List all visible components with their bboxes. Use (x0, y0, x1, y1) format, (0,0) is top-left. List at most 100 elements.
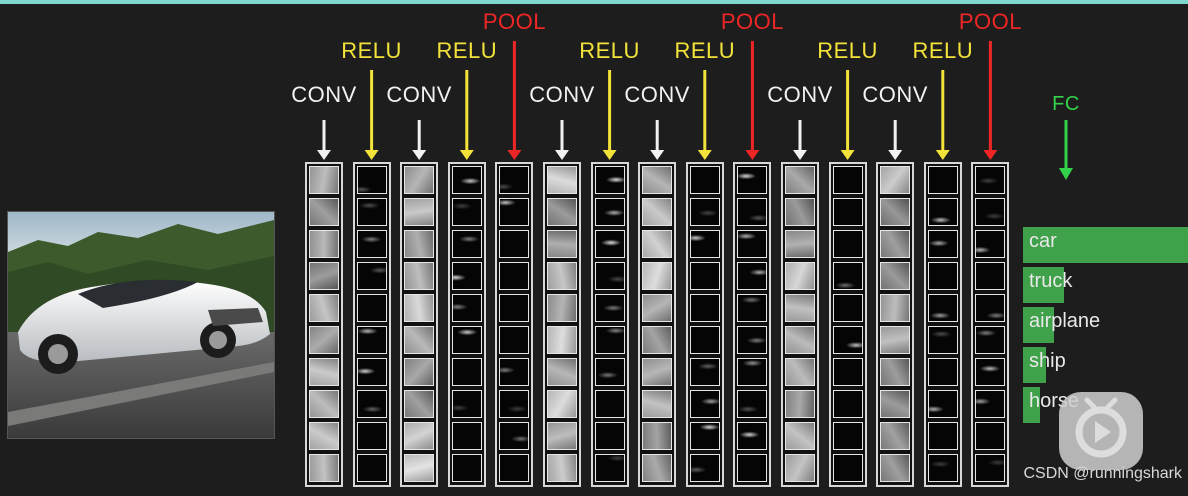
feature-map-cell (975, 454, 1006, 482)
feature-map-column (876, 162, 915, 487)
feature-map-cell (927, 390, 958, 418)
feature-map-column (400, 162, 439, 487)
feature-map-cell (309, 262, 339, 290)
feature-map-cell (689, 358, 720, 386)
feature-map-cell (880, 230, 911, 258)
feature-map-cell (309, 454, 339, 482)
feature-map-cell (451, 262, 482, 290)
feature-map-cell (737, 166, 768, 194)
feature-map-cell (594, 454, 625, 482)
feature-map-cell (737, 262, 768, 290)
feature-map-cell (737, 230, 768, 258)
feature-map-cell (785, 358, 815, 386)
feature-map-cell (309, 294, 339, 322)
arrowhead-pool (745, 150, 760, 160)
feature-map-cell (927, 198, 958, 226)
feature-map-cell (975, 422, 1006, 450)
feature-map-cell (642, 326, 673, 354)
feature-map-cell (689, 166, 720, 194)
layer-label-relu: RELU (341, 38, 402, 63)
class-label: car (1029, 230, 1057, 252)
feature-map-column (971, 162, 1010, 487)
feature-map-cell (594, 390, 625, 418)
feature-map-cell (642, 422, 673, 450)
layer-label-conv: CONV (624, 82, 690, 107)
feature-map-cell (689, 294, 720, 322)
feature-map-cell (451, 198, 482, 226)
arrowhead-conv (650, 150, 665, 160)
feature-map-cell (785, 294, 815, 322)
feature-map-column (447, 162, 486, 487)
class-score-bar (1023, 267, 1064, 303)
feature-map-cell (404, 422, 435, 450)
arrowhead-conv (317, 150, 331, 160)
feature-map-cell (689, 198, 720, 226)
class-score-bar (1023, 307, 1054, 343)
feature-map-cell (547, 326, 577, 354)
feature-map-cell (642, 294, 673, 322)
feature-map-cell (785, 454, 815, 482)
play-icon[interactable] (1059, 392, 1143, 470)
feature-map-cell (927, 326, 958, 354)
feature-map-cell (451, 166, 482, 194)
class-score-bar (1023, 347, 1046, 383)
feature-map-cell (499, 262, 530, 290)
feature-map-cell (642, 390, 673, 418)
layer-label-relu: RELU (674, 38, 736, 63)
feature-map-cell (356, 166, 387, 194)
arrowhead-relu (697, 150, 712, 160)
feature-map-cell (832, 262, 863, 290)
layer-label-conv: CONV (529, 82, 595, 107)
layer-label-relu: RELU (817, 38, 878, 63)
feature-map-cell (309, 230, 339, 258)
feature-map-column (590, 162, 629, 487)
feature-map-cell (451, 390, 482, 418)
feature-map-cell (594, 230, 625, 258)
feature-map-cell (689, 454, 720, 482)
feature-map-cell (547, 422, 577, 450)
feature-map-cell (737, 326, 768, 354)
feature-map-cell (547, 358, 577, 386)
feature-map-cell (404, 390, 435, 418)
arrowhead-relu (602, 150, 617, 160)
arrowhead-conv (555, 150, 569, 160)
feature-map-cell (832, 198, 863, 226)
feature-map-cell (499, 390, 530, 418)
layer-label-conv: CONV (862, 82, 928, 107)
feature-map-cell (404, 166, 435, 194)
feature-map-cell (975, 390, 1006, 418)
feature-map-cell (356, 198, 387, 226)
feature-map-cell (594, 422, 625, 450)
feature-map-cell (880, 166, 911, 194)
feature-map-cell (785, 166, 815, 194)
feature-map-cell (927, 262, 958, 290)
feature-map-cell (927, 422, 958, 450)
feature-map-cell (309, 166, 339, 194)
feature-map-cell (689, 230, 720, 258)
feature-map-cell (975, 294, 1006, 322)
feature-map-cell (356, 454, 387, 482)
layer-label-conv: CONV (386, 82, 452, 107)
fc-label: FC (1052, 93, 1080, 115)
feature-map-cell (547, 294, 577, 322)
feature-map-cell (737, 294, 768, 322)
class-label: truck (1029, 270, 1073, 292)
arrowhead-relu (935, 150, 950, 160)
feature-map-cell (642, 454, 673, 482)
feature-map-cell (356, 230, 387, 258)
layer-label-pool: POOL (482, 9, 546, 34)
car-photo-drawing (8, 212, 274, 438)
class-score-bar (1023, 387, 1040, 423)
feature-map-column (923, 162, 962, 487)
top-accent-bar (0, 0, 1188, 4)
feature-map-cell (594, 326, 625, 354)
class-label: airplane (1029, 310, 1101, 332)
arrowhead-relu (840, 150, 855, 160)
feature-map-cell (309, 358, 339, 386)
feature-map-cell (975, 166, 1006, 194)
feature-map-cell (499, 198, 530, 226)
feature-map-cell (451, 454, 482, 482)
layer-label-conv: CONV (767, 82, 833, 107)
feature-map-cell (642, 198, 673, 226)
